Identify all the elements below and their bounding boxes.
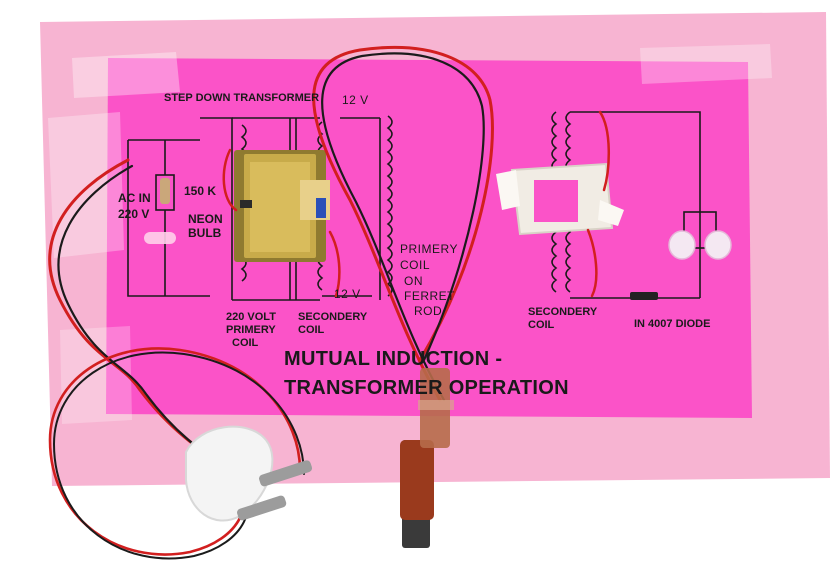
label-bulb: BULB [188, 226, 222, 240]
diode [630, 292, 658, 300]
magenta-sheet [106, 58, 752, 418]
tape-strip [60, 326, 132, 424]
resistor [160, 178, 170, 204]
label-12v-bottom: 12 V [334, 287, 361, 301]
tape-strip [48, 112, 124, 258]
label-secondery-coil-2: SECONDERY [528, 306, 598, 318]
label-220v: 220 V [118, 207, 150, 221]
title-line-1: MUTUAL INDUCTION - [284, 348, 503, 370]
label-150k: 150 K [184, 184, 217, 198]
label-coil-1: COIL [298, 324, 325, 336]
label-coil-fragment: COIL [232, 337, 259, 349]
label-ac-in: AC IN [118, 191, 151, 205]
title-line-2: TRANSFORMER OPERATION [284, 377, 569, 399]
label-220-volt: 220 VOLT [226, 311, 276, 323]
label-12v-top: 12 V [342, 93, 369, 107]
led-pair [668, 230, 732, 260]
label-coil-3: COIL [528, 319, 555, 331]
label-coil-2: COIL [400, 258, 431, 272]
step-down-transformer [234, 150, 330, 262]
tape-strip [640, 44, 772, 84]
label-secondery-coil-1: SECONDERY [298, 311, 368, 323]
label-step-down-transformer: STEP DOWN TRANSFORMER [164, 92, 320, 104]
neon-bulb [144, 232, 176, 244]
label-on: ON [404, 274, 423, 288]
label-ferret: FERRET [404, 289, 455, 303]
label-primery-coil: PRIMERY [400, 242, 458, 256]
tape-strip [72, 52, 180, 98]
ferret-rod-coil [400, 368, 454, 548]
label-diode: IN 4007 DIODE [634, 318, 711, 330]
wires [48, 45, 610, 560]
label-rod: ROD [414, 304, 443, 318]
label-primery: PRIMERY [226, 324, 276, 336]
label-neon: NEON [188, 212, 223, 226]
mains-plug [185, 425, 313, 522]
coil-bobbin [496, 162, 624, 236]
